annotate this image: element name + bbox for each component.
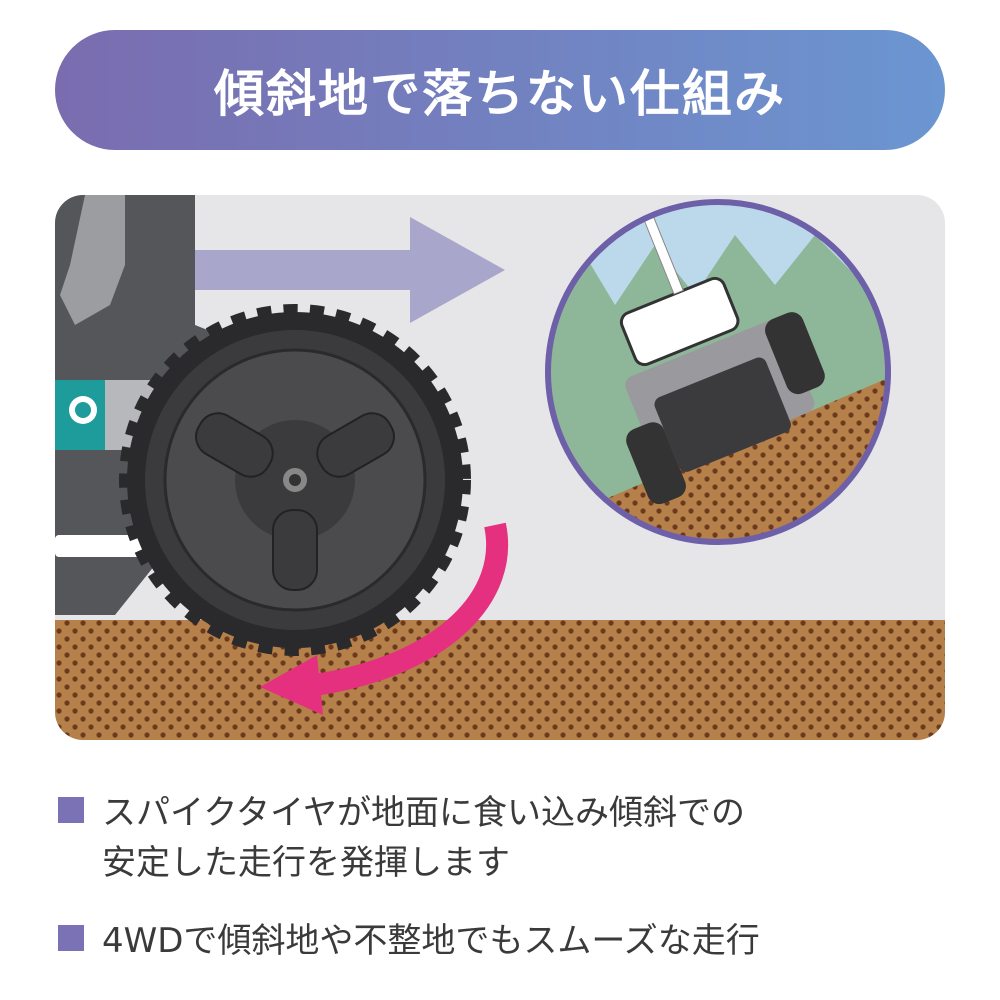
bullet-square-icon bbox=[58, 797, 84, 823]
rotation-arrow-icon bbox=[313, 522, 509, 696]
bullet-item: 4WDで傾斜地や不整地でもスムーズな走行 bbox=[58, 916, 760, 966]
spike-tire bbox=[119, 304, 471, 656]
title-banner: 傾斜地で落ちない仕組み bbox=[55, 30, 945, 150]
page-title: 傾斜地で落ちない仕組み bbox=[214, 65, 786, 123]
illustration-panel bbox=[55, 195, 945, 740]
soil-ground bbox=[55, 620, 945, 740]
bullet-square-icon bbox=[58, 925, 84, 951]
wheel-slope-illustration bbox=[55, 195, 945, 740]
direction-arrow-icon bbox=[190, 217, 505, 323]
bullet-item: スパイクタイヤが地面に食い込み傾斜での 安定した走行を発揮します bbox=[58, 788, 745, 888]
bullet-text: 安定した走行を発揮します bbox=[102, 843, 510, 883]
slope-inset bbox=[548, 202, 888, 542]
bullet-text: 4WDで傾斜地や不整地でもスムーズな走行 bbox=[102, 921, 760, 961]
bullet-text: スパイクタイヤが地面に食い込み傾斜での bbox=[102, 793, 745, 833]
